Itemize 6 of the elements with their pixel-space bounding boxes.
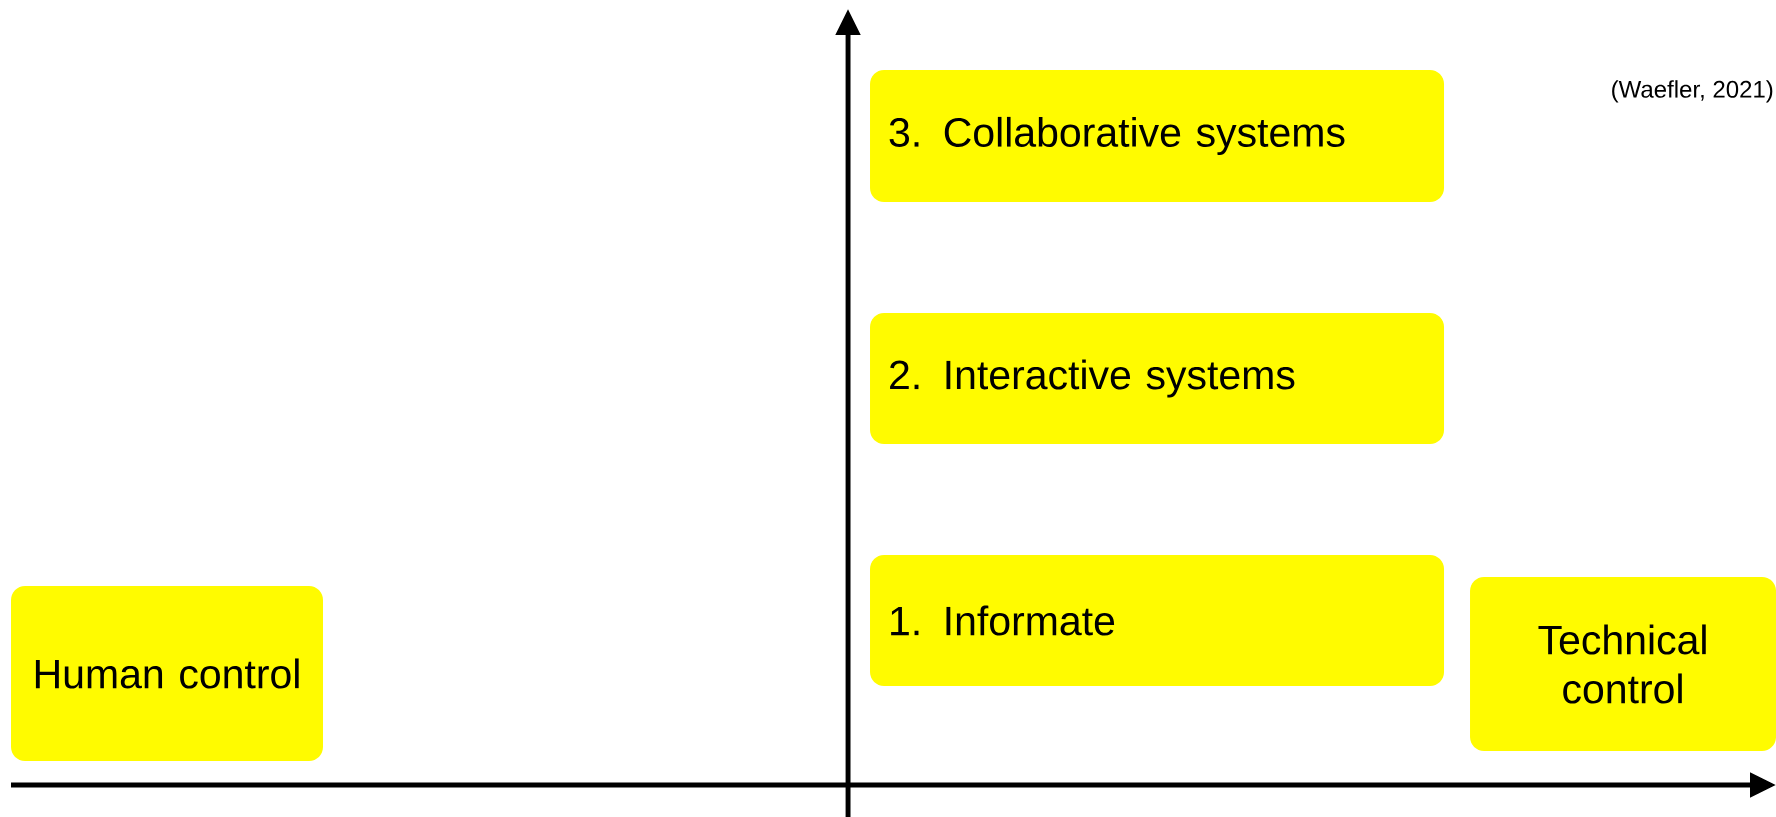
label-box: Technical control	[1470, 577, 1776, 751]
label-box: Human control	[11, 586, 323, 761]
label-box: 1. Informate	[870, 555, 1444, 686]
label-box: 3. Collaborative systems	[870, 70, 1444, 202]
label-box: 2. Interactive systems	[870, 313, 1444, 444]
citation-text: (Waefler, 2021)	[1612, 80, 1773, 103]
